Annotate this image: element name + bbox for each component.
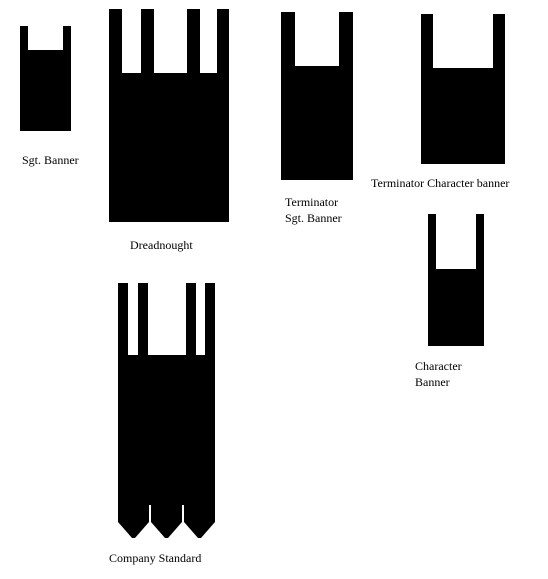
terminator-sgt-banner-shape: [281, 12, 353, 180]
dreadnought-label: Dreadnought: [130, 238, 193, 252]
dreadnought-shape: [109, 9, 229, 222]
sgt-banner-shape: [20, 26, 71, 131]
company-standard-label: Company Standard: [109, 551, 202, 565]
company-standard-shape: [118, 283, 215, 538]
terminator-character-banner-label: Terminator Character banner: [371, 176, 510, 190]
terminator-sgt-banner-label-line2: Sgt. Banner: [285, 211, 342, 225]
terminator-character-banner-shape: [421, 14, 505, 164]
character-banner-label-line2: Banner: [415, 375, 450, 389]
terminator-sgt-banner-label-line1: Terminator: [285, 195, 339, 209]
character-banner-shape: [428, 214, 484, 346]
sgt-banner-label: Sgt. Banner: [22, 153, 79, 167]
character-banner-label-line1: Character: [415, 359, 462, 373]
